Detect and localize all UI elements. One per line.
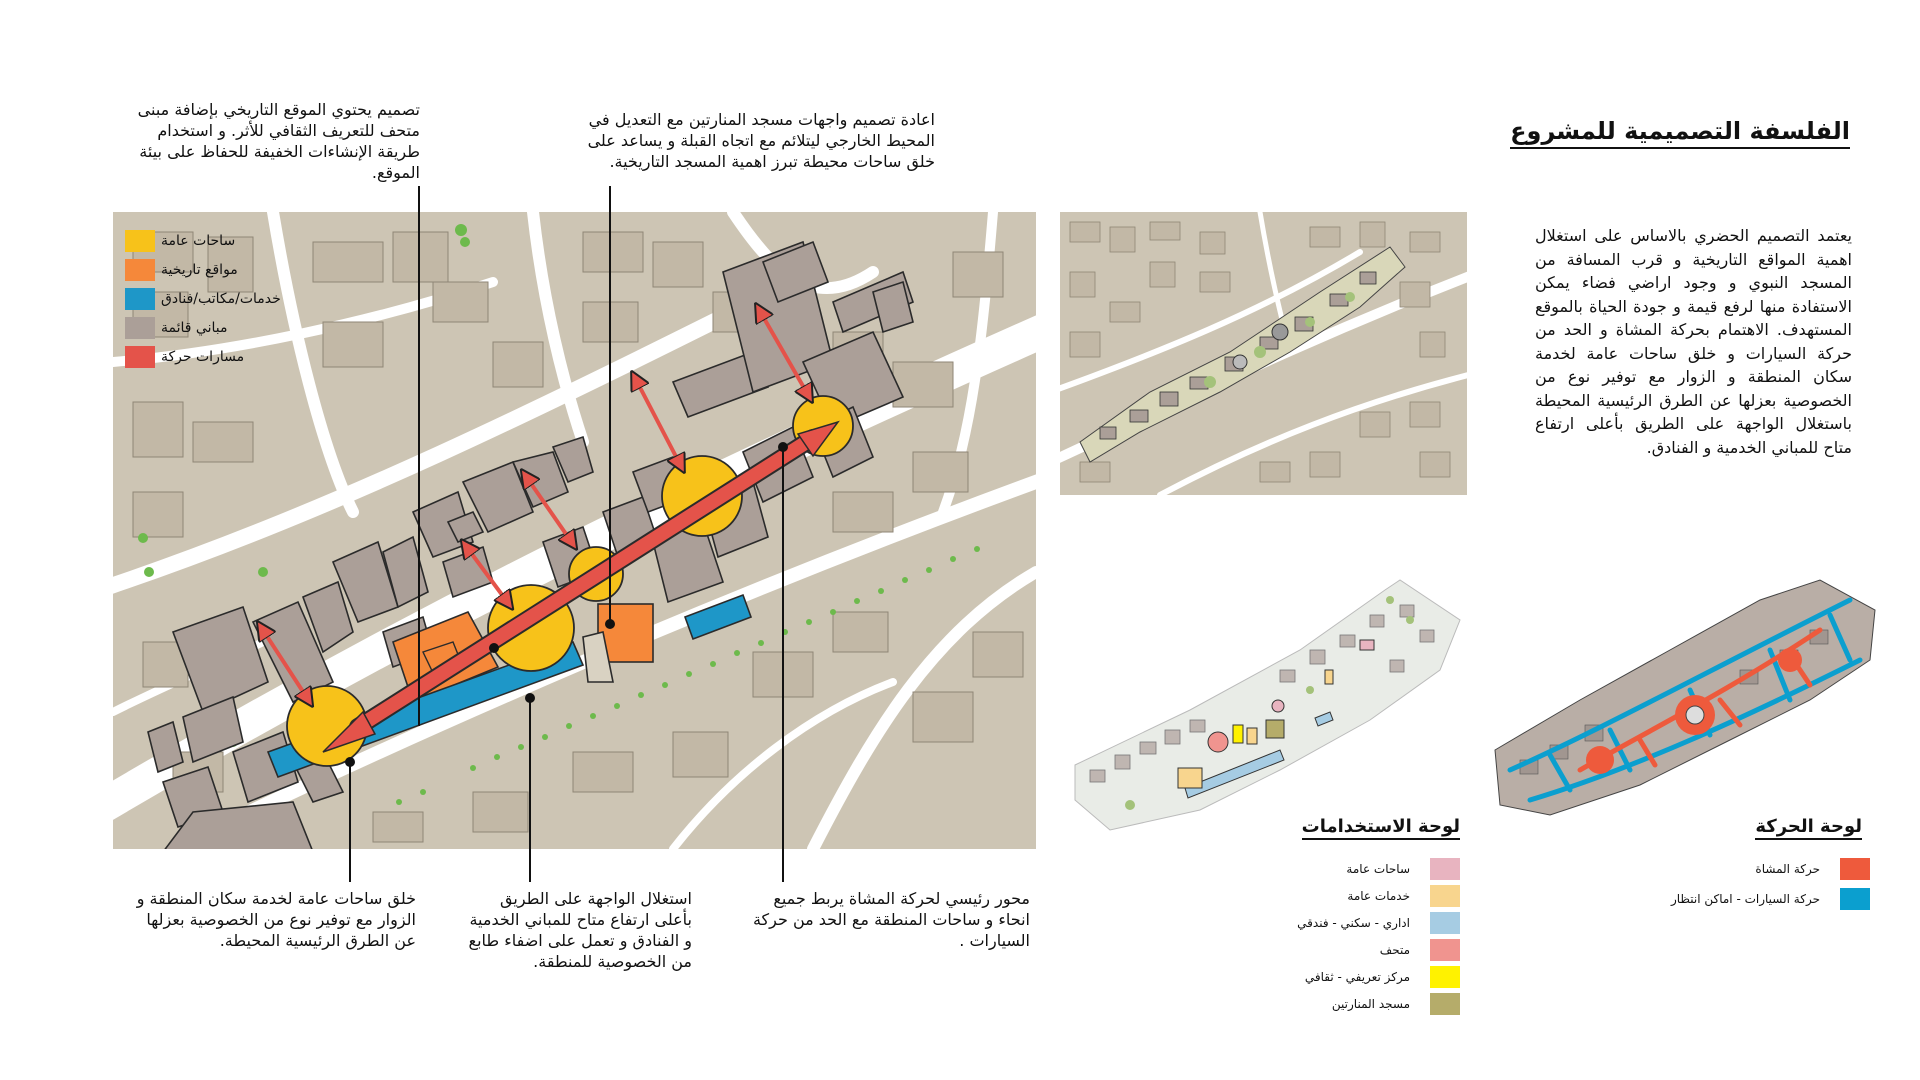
leader-line-axis [782,447,784,882]
swatch-blue [125,288,155,310]
swatch-light-orange [1430,885,1460,907]
page-title: الفلسفة التصميمية للمشروع [1510,117,1850,149]
legend-label: مواقع تاريخية [161,262,238,278]
legend-services: خدمات/مكاتب/فنادق [125,288,281,310]
swatch-grey [125,317,155,339]
swatch-yellow [1430,966,1460,988]
legend-existing-buildings: مباني قائمة [125,317,227,339]
note-museum: تصميم يحتوي الموقع التاريخي بإضافة مبنى … [137,100,420,182]
note-services-frontage: استغلال الواجهة على الطريق بأعلى ارتفاع … [468,889,692,971]
note-public-squares: خلق ساحات عامة لخدمة سكان المنطقة و الزو… [136,889,416,950]
land-use-map [1074,579,1461,831]
uses-legend-label: متحف [1379,943,1410,957]
movement-legend-label: حركة المشاة [1755,862,1820,876]
swatch-orange [125,259,155,281]
secondary-axes [259,306,811,704]
legend-label: خدمات/مكاتب/فنادق [161,291,281,307]
leader-line-museum [418,186,420,726]
movement-panel-title: لوحة الحركة [1755,816,1862,840]
legend-label: ساحات عامة [161,233,236,249]
movement-legend-pedestrian: حركة المشاة [1640,858,1870,880]
movement-map [1494,579,1876,816]
movement-legend-vehicles-parking: حركة السيارات - اماكن انتظار [1640,888,1870,910]
legend-historic-sites: مواقع تاريخية [125,259,238,281]
leader-line-mosque [609,186,611,624]
uses-legend-label: خدمات عامة [1347,889,1410,903]
swatch-salmon [1430,939,1460,961]
page-title-wrap: الفلسفة التصميمية للمشروع [1510,117,1850,149]
legend-public-squares: ساحات عامة [125,230,235,252]
legend-label: مباني قائمة [161,320,228,336]
uses-legend-museum: متحف [1245,939,1460,961]
main-site-plan-map [113,212,1036,849]
swatch-pink [1430,858,1460,880]
leader-line-services [529,698,531,882]
swatch-yellow [125,230,155,252]
intro-paragraph: يعتمد التصميم الحضري بالاساس على استغلال… [1535,226,1852,457]
leader-line-squares [349,762,351,882]
legend-movement-paths: مسارات حركة [125,346,244,368]
main-legend: ساحات عامة مواقع تاريخية خدمات/مكاتب/فنا… [125,226,315,386]
swatch-red [1840,858,1870,880]
tree-row [396,546,980,805]
uses-legend-label: مسجد المنارتين [1331,997,1410,1011]
uses-legend-public-squares: ساحات عامة [1245,858,1460,880]
uses-legend-label: اداري - سكني - فندقي [1297,916,1410,930]
uses-legend-label: ساحات عامة [1346,862,1410,876]
uses-legend-manaratain-mosque: مسجد المنارتين [1245,993,1460,1015]
uses-legend-public-services: خدمات عامة [1245,885,1460,907]
main-pedestrian-axis [322,420,840,753]
uses-legend-cultural-center: مركز تعريفي - ثقافي [1245,966,1460,988]
uses-legend-admin-residential-hotel: اداري - سكني - فندقي [1245,912,1460,934]
swatch-olive [1430,993,1460,1015]
note-pedestrian-axis: محور رئيسي لحركة المشاة يربط جميع انحاء … [752,889,1030,950]
note-mosque: اعادة تصميم واجهات مسجد المنارتين مع الت… [587,110,935,171]
swatch-light-blue [1430,912,1460,934]
context-map [1060,212,1467,495]
movement-legend-label: حركة السيارات - اماكن انتظار [1670,892,1820,906]
uses-panel-title: لوحة الاستخدامات [1301,816,1460,840]
legend-label: مسارات حركة [161,349,245,365]
uses-panel-title-wrap: لوحة الاستخدامات [1301,816,1460,840]
movement-panel-title-wrap: لوحة الحركة [1755,816,1862,840]
uses-legend-label: مركز تعريفي - ثقافي [1304,970,1410,984]
swatch-blue [1840,888,1870,910]
swatch-red [125,346,155,368]
